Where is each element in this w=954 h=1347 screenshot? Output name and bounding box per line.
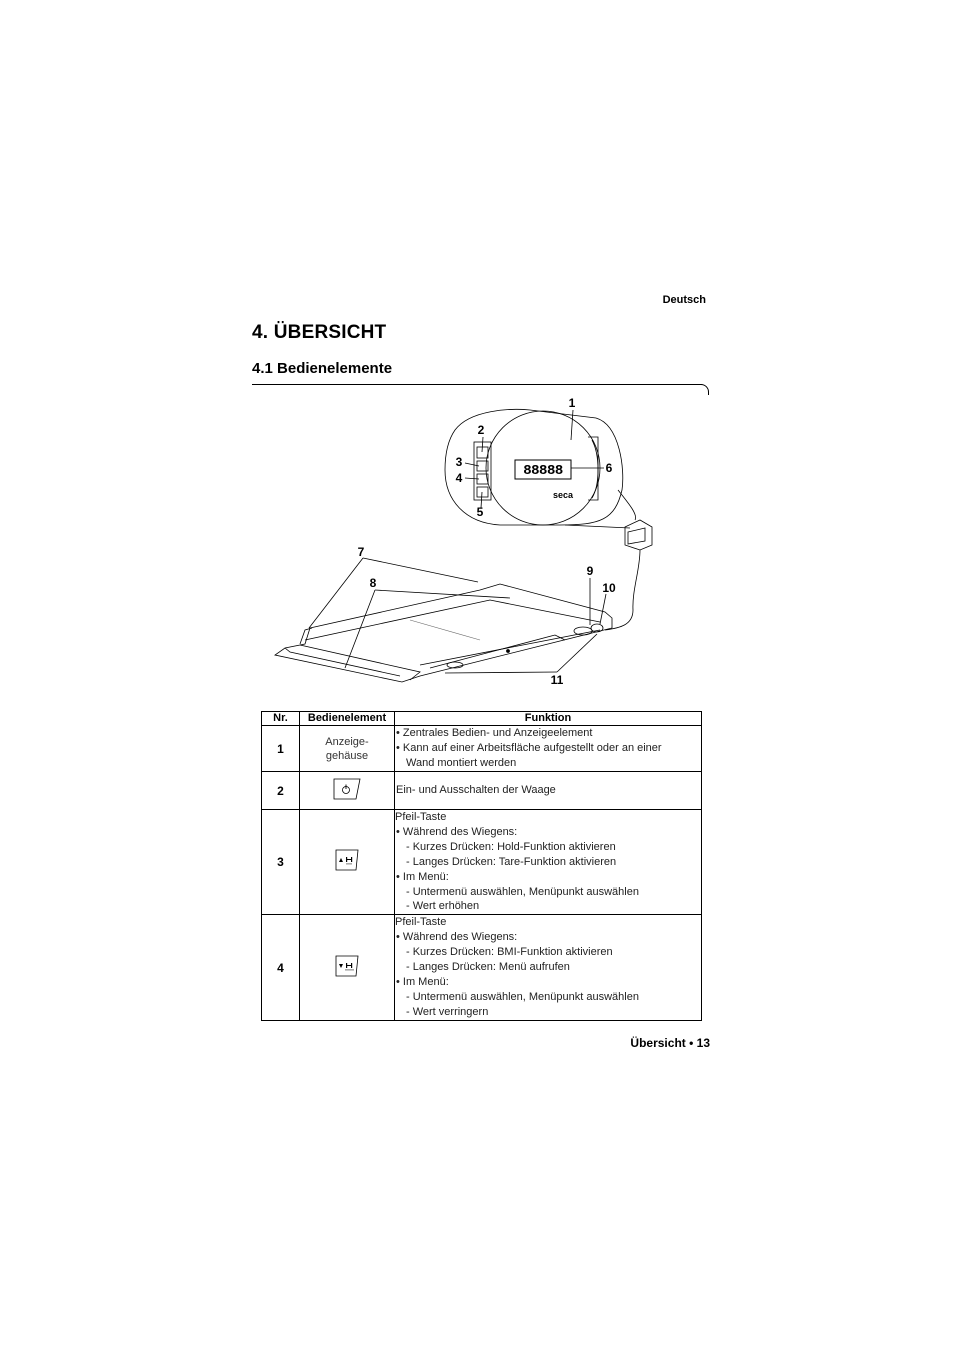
- function-line: • Während des Wiegens:: [396, 825, 518, 838]
- function-line: • Kann auf einer Arbeitsfläche aufgestel…: [396, 741, 662, 754]
- row-nr: 3: [261, 808, 300, 916]
- row-function: Ein- und Ausschalten der Waage: [394, 771, 702, 810]
- controls-table: Nr. Bedienelement Funktion 1 Anzeige- ge…: [261, 711, 702, 1021]
- callout-10: 10: [602, 581, 616, 595]
- callout-7: 7: [358, 545, 365, 559]
- row-element: [299, 808, 395, 916]
- header-nr: Nr.: [261, 711, 300, 726]
- section-divider: [252, 384, 702, 385]
- callout-leaders: [308, 409, 607, 674]
- function-line: - Wert verringern: [406, 1005, 489, 1018]
- table-row: 3 Pfeil-Taste • Während des Wiegens: - K…: [261, 808, 702, 916]
- page-footer: Übersicht • 13: [630, 1036, 710, 1050]
- function-line: • Zentrales Bedien- und Anzeigeelement: [396, 727, 593, 739]
- callout-3: 3: [456, 455, 463, 469]
- function-line: - Kurzes Drücken: Hold-Funktion aktivier…: [406, 840, 616, 853]
- ramp-platform: [274, 583, 613, 683]
- function-line: - Kurzes Drücken: BMI-Funktion aktiviere…: [406, 946, 613, 959]
- power-key-icon: [333, 778, 361, 799]
- section-divider-end: [700, 384, 709, 395]
- row-function: Pfeil-Taste • Während des Wiegens: - Kur…: [394, 914, 702, 1021]
- callout-9: 9: [587, 564, 594, 578]
- lcd-display: [514, 459, 572, 480]
- callout-1: 1: [569, 396, 576, 410]
- element-label: gehäuse: [325, 749, 369, 762]
- small-display-unit: [624, 519, 653, 551]
- table-row: 1 Anzeige- gehäuse • Zentrales Bedien- u…: [261, 725, 702, 772]
- table-header-row: Nr. Bedienelement Funktion: [261, 711, 702, 726]
- device-illustration: 88888 seca 1 2 3 4 5 6 7 8 9 10 11: [274, 396, 653, 687]
- brand-logo: seca: [553, 490, 574, 500]
- element-label: Anzeige-: [325, 735, 369, 748]
- header-function: Funktion: [394, 711, 702, 726]
- callout-6: 6: [606, 461, 613, 475]
- function-line: Pfeil-Taste: [395, 811, 447, 823]
- lcd-digits: 88888: [523, 463, 563, 479]
- row-element: [299, 771, 395, 810]
- row-nr: 4: [261, 914, 300, 1021]
- function-line: - Untermenü auswählen, Menüpunkt auswähl…: [406, 990, 639, 1003]
- function-line: • Im Menü:: [396, 975, 449, 988]
- callout-4: 4: [456, 471, 463, 485]
- language-label: Deutsch: [662, 294, 706, 306]
- row-element: Anzeige- gehäuse: [299, 725, 395, 772]
- function-line: Ein- und Ausschalten der Waage: [396, 784, 556, 797]
- function-line: Wand montiert werden: [406, 756, 517, 769]
- function-line: - Untermenü auswählen, Menüpunkt auswähl…: [406, 885, 639, 898]
- table-row: 2 Ein- und Ausschalten der Waage: [261, 771, 702, 810]
- row-function: Pfeil-Taste • Während des Wiegens: - Kur…: [394, 808, 702, 916]
- function-line: - Wert erhöhen: [406, 900, 480, 913]
- row-element: [299, 914, 395, 1021]
- function-line: • Während des Wiegens:: [396, 931, 518, 944]
- section-title: 4. ÜBERSICHT: [252, 322, 387, 343]
- header-element: Bedienelement: [299, 711, 395, 726]
- arrow-down-bmi-icon: [335, 955, 359, 976]
- detail-bubble-outline: [444, 408, 624, 526]
- function-line: - Langes Drücken: Menü aufrufen: [406, 961, 570, 974]
- function-line: • Im Menü:: [396, 870, 449, 883]
- callout-2: 2: [478, 423, 485, 437]
- subsection-title: 4.1 Bedienelemente: [252, 360, 393, 377]
- cable: [604, 549, 641, 631]
- callout-5: 5: [477, 505, 484, 519]
- row-function: • Zentrales Bedien- und Anzeigeelement •…: [394, 725, 702, 772]
- function-line: - Langes Drücken: Tare-Funktion aktivier…: [406, 855, 617, 868]
- function-line: Pfeil-Taste: [395, 916, 447, 929]
- row-nr: 2: [261, 771, 300, 810]
- row-nr: 1: [261, 725, 300, 772]
- table-row: 4 Pfeil-Taste • Während des Wiegens: - K…: [261, 914, 702, 1021]
- callout-8: 8: [370, 576, 377, 590]
- arrow-up-hold-icon: [335, 849, 359, 871]
- callout-11: 11: [551, 673, 564, 687]
